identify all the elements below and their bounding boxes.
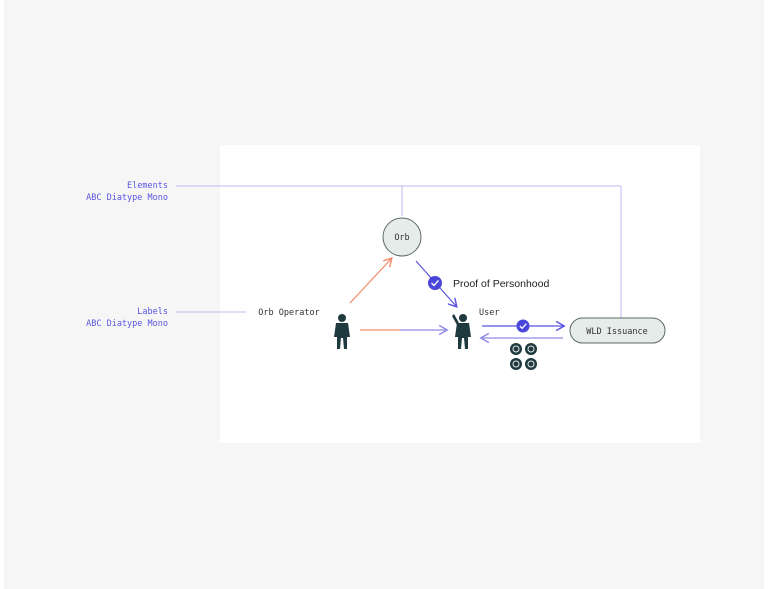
user-label: User <box>479 308 499 318</box>
proof-of-personhood-label: Proof of Personhood <box>453 278 549 290</box>
check-badge-icon <box>516 319 530 333</box>
labels-annotation-title: Labels <box>137 307 168 317</box>
person-icon <box>334 314 350 349</box>
wld-issuance-node: WLD Issuance <box>569 317 666 344</box>
orb-label: Orb <box>394 233 409 243</box>
person-raised-hand-icon <box>452 314 471 349</box>
coin-grid-icon <box>510 343 537 370</box>
elements-annotation-font: ABC Diatype Mono <box>86 193 168 203</box>
diagram-canvas <box>220 145 700 443</box>
operator-to-orb-arrow <box>349 259 391 304</box>
orb-node: Orb <box>382 217 422 257</box>
elements-annotation-title: Elements <box>127 181 168 191</box>
labels-annotation-font: ABC Diatype Mono <box>86 319 168 329</box>
elements-leader-lines <box>176 185 622 318</box>
orb-operator-label: Orb Operator <box>258 308 319 318</box>
check-badge-icon <box>428 276 442 290</box>
wld-issuance-label: WLD Issuance <box>586 327 647 337</box>
